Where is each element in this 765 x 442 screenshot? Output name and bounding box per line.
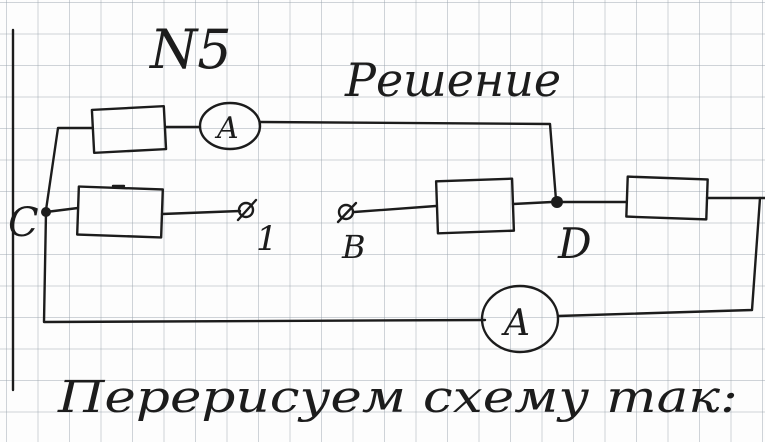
node-d-dot [551, 196, 563, 208]
wire-top-d [258, 120, 558, 202]
terminal-b-slash [336, 201, 358, 224]
resistor-right [625, 175, 709, 221]
wire-b-to-resistor [352, 204, 438, 214]
wire-c-mid [44, 206, 80, 214]
caption: Перерисуем схему так: [57, 372, 738, 423]
resistor-middle-left [75, 185, 165, 239]
wire-to-d [511, 200, 554, 206]
wire-c-top [44, 126, 94, 212]
terminal-b-label: B [341, 228, 366, 266]
terminal-1-slash [236, 198, 258, 222]
node-d-label: D [557, 219, 592, 268]
terminal-1-circle [237, 201, 255, 219]
ammeter-bottom [480, 284, 560, 354]
terminal-1-label: 1 [256, 219, 278, 259]
resistor-middle-right [434, 177, 516, 235]
heading: Решение [344, 53, 561, 107]
ammeter-top [198, 101, 262, 151]
wire-mid-to-1 [160, 209, 242, 216]
node-c-label: C [8, 200, 39, 246]
ammeter-bottom-label: A [501, 303, 530, 344]
resistor-top [90, 104, 168, 155]
wire-c-bottom [42, 210, 487, 324]
ammeter-top-label: A [214, 111, 239, 146]
problem-number: N5 [148, 18, 232, 81]
wire-bottom-right [556, 196, 762, 318]
